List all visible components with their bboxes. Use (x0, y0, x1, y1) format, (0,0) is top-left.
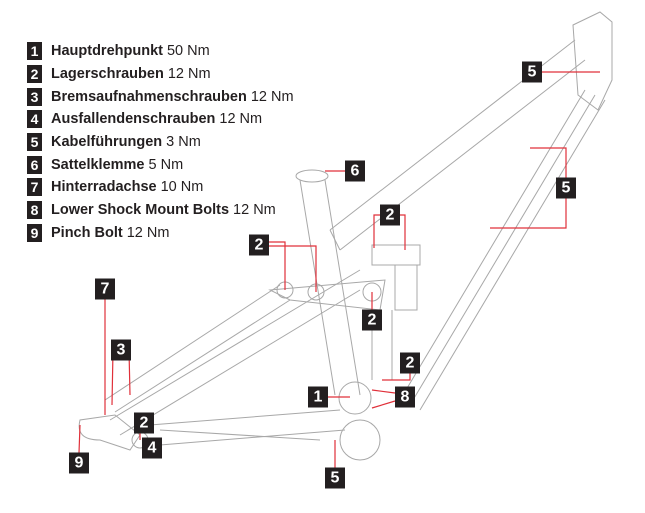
legend-number: 3 (27, 87, 42, 106)
legend-torque: 12 Nm (233, 202, 276, 219)
callout-pinch-bolt: 9 (69, 452, 89, 474)
callout-dropout-bolts: 4 (142, 437, 162, 459)
legend-torque: 12 Nm (126, 224, 170, 241)
callout-rear-axle: 7 (95, 278, 115, 300)
legend-torque: 10 Nm (160, 179, 204, 196)
legend-label: Pinch Bolt (51, 224, 123, 241)
callout-cable-guide-headtube: 5 (522, 61, 542, 83)
legend-number: 2 (27, 65, 42, 84)
legend-number: 1 (27, 42, 42, 61)
legend-torque: 5 Nm (148, 156, 184, 173)
legend-number: 4 (27, 110, 42, 129)
legend-label: Kabelführungen (51, 134, 163, 151)
callout-bearing-bolt-shock-upper: 2 (380, 204, 400, 226)
legend-torque: 12 Nm (167, 66, 211, 83)
callout-bearing-bolt-rocker: 2 (249, 234, 269, 256)
callout-brake-mount-bolts: 3 (111, 339, 131, 361)
legend-number: 6 (27, 155, 42, 174)
legend-label: Ausfallendenschrauben (51, 111, 216, 128)
legend-torque: 50 Nm (166, 43, 210, 60)
legend-label: Lagerschrauben (51, 66, 164, 83)
legend-torque: 3 Nm (166, 134, 201, 151)
callout-cable-guide-downtube: 5 (556, 177, 576, 199)
legend-label: Bremsaufnahmenschrauben (51, 88, 247, 105)
callout-bearing-bolt-dropout: 2 (134, 412, 154, 434)
callout-bearing-bolt-rocker-pivot: 2 (362, 309, 382, 331)
callout-bearing-bolt-shock-lower: 2 (400, 352, 420, 374)
callout-lower-shock-mount: 8 (395, 386, 415, 408)
legend-number: 5 (27, 133, 42, 152)
callout-seat-clamp: 6 (345, 160, 365, 182)
legend-torque: 12 Nm (219, 111, 263, 128)
legend-torque: 12 Nm (250, 88, 294, 105)
legend-label: Sattelklemme (51, 156, 145, 173)
legend-number: 9 (27, 223, 42, 242)
callout-cable-guide-bb: 5 (325, 467, 345, 489)
callout-main-pivot: 1 (308, 386, 328, 408)
legend-label: Lower Shock Mount Bolts (51, 202, 230, 219)
legend-number: 8 (27, 201, 42, 220)
legend-label: Hauptdrehpunkt (51, 43, 163, 60)
legend-number: 7 (27, 178, 42, 197)
legend-label: Hinterradachse (51, 179, 157, 196)
